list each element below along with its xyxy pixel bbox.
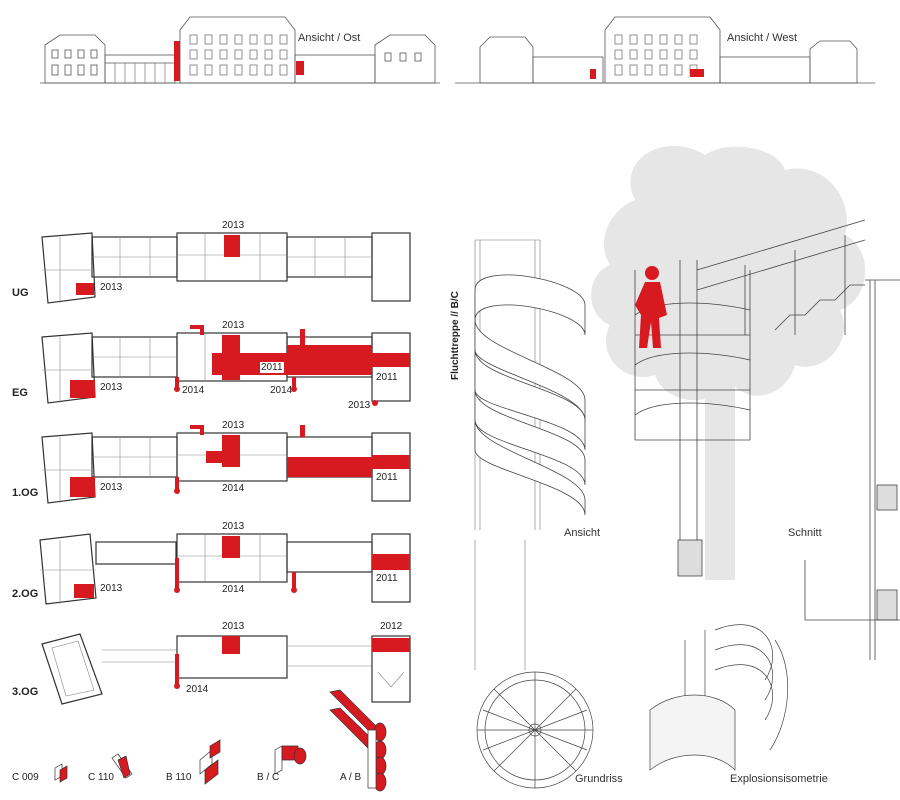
floor-plan-1og: 2013 2011 2013 2014 [0, 420, 440, 505]
elevation-west: Ansicht / West [455, 5, 875, 95]
legend-item: B 110 [166, 772, 192, 783]
label-schnitt: Schnitt [788, 527, 822, 539]
elevation-east: Ansicht / Ost [40, 5, 440, 95]
year-label: 2014 [182, 385, 205, 396]
year-label: 2013 [100, 583, 123, 594]
stair-drawing: Fluchttreppe // B/C Ansicht Schnitt Grun… [445, 140, 900, 800]
person-figure [635, 266, 667, 348]
elevation-east-label: Ansicht / Ost [298, 32, 361, 44]
year-label: 2013 [222, 220, 245, 231]
label-explosion: Explosionsisometrie [730, 773, 828, 785]
year-label: 2013 [100, 282, 123, 293]
year-label: 2014 [222, 584, 245, 595]
floor-plan-2og: 2013 2011 2013 2014 [0, 521, 440, 608]
year-label: 2013 [100, 482, 123, 493]
floor-plan-ug: 2013 2013 [0, 220, 440, 305]
floor-label-2og: 2.OG [12, 588, 39, 600]
year-label: 2011 [376, 573, 398, 584]
floor-label-eg: EG [12, 387, 28, 399]
floor-label-ug: UG [12, 287, 29, 299]
stair-title: Fluchttreppe // B/C [450, 291, 461, 380]
legend-item: C 110 [88, 772, 114, 783]
year-label: 2011 [376, 372, 398, 383]
year-label: 2011 [376, 472, 398, 483]
year-label: 2013 [222, 420, 245, 431]
legend-item: B / C [257, 772, 280, 783]
label-ansicht: Ansicht [564, 527, 601, 539]
year-label: 2012 [380, 621, 403, 632]
tree-silhouette [591, 145, 866, 580]
year-label: 2011 [260, 362, 284, 373]
elevation-west-label: Ansicht / West [727, 32, 798, 44]
floor-label-1og: 1.OG [12, 487, 39, 499]
year-label: 2014 [186, 684, 209, 695]
legend: C 009 C 110 B 110 B / C A / B [0, 689, 440, 800]
floor-plan-eg: 2013 2011 2011 2013 2014 2014 2013 [0, 320, 440, 415]
year-label: 2013 [348, 400, 371, 411]
floor-label-3og: 3.OG [12, 686, 39, 698]
year-label: 2013 [222, 521, 245, 532]
year-label: 2013 [222, 320, 245, 331]
year-label: 2013 [222, 621, 245, 632]
legend-item: A / B [340, 772, 362, 783]
floor-plan-3og: 2013 2012 2014 [0, 621, 440, 712]
year-label: 2014 [222, 483, 245, 494]
year-label: 2014 [270, 385, 293, 396]
label-grundriss: Grundriss [575, 773, 623, 785]
legend-item: C 009 [12, 772, 39, 783]
year-label: 2013 [100, 382, 123, 393]
